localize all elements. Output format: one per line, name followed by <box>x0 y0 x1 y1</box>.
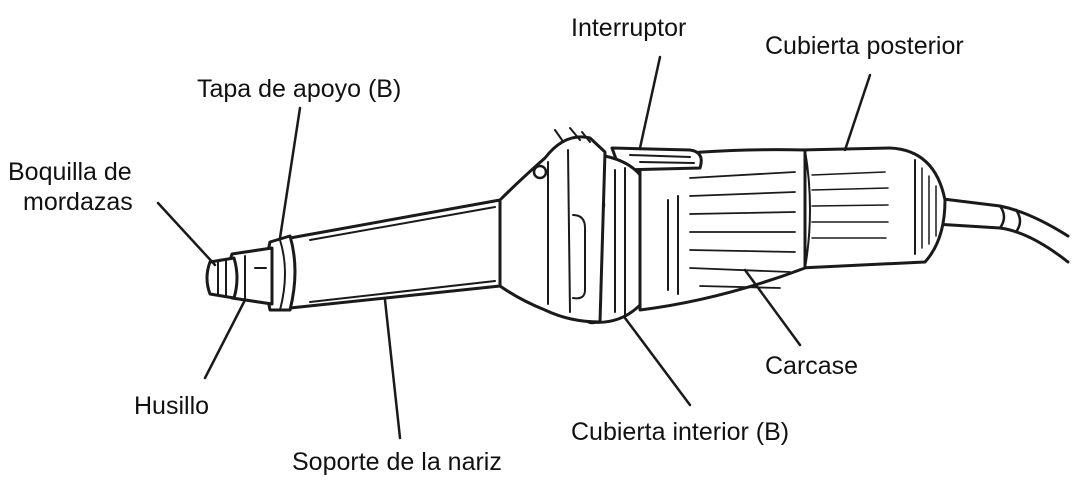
label-cubierta-interior: Cubierta interior (B) <box>571 418 789 446</box>
leader-tapa <box>278 106 302 240</box>
rear-cover <box>798 146 947 270</box>
nose-support <box>288 198 502 310</box>
label-boquilla-line1: Boquilla de <box>8 158 132 186</box>
collet-nut <box>205 256 239 300</box>
power-cord <box>933 196 1070 264</box>
label-husillo: Husillo <box>134 392 209 420</box>
motor-housing <box>638 148 811 312</box>
leader-cubierta-posterior <box>843 73 872 152</box>
gear-head <box>498 127 607 324</box>
label-cubierta-posterior: Cubierta posterior <box>765 32 964 60</box>
leader-cubierta-interior <box>623 316 692 407</box>
label-carcase: Carcase <box>765 352 858 380</box>
leader-carcase <box>743 268 802 347</box>
leader-soporte <box>383 298 402 440</box>
label-interruptor: Interruptor <box>571 14 686 42</box>
label-tapa-de-apoyo: Tapa de apoyo (B) <box>197 75 401 103</box>
labels: Boquilla de mordazas Tapa de apoyo (B) I… <box>8 14 964 476</box>
leader-boquilla <box>156 201 217 267</box>
leader-husillo <box>203 298 247 380</box>
switch <box>610 146 703 172</box>
label-soporte-de-la-nariz: Soporte de la nariz <box>292 448 502 476</box>
leader-interruptor <box>638 55 662 150</box>
label-boquilla-line2: mordazas <box>23 188 133 216</box>
leader-lines <box>156 55 872 440</box>
